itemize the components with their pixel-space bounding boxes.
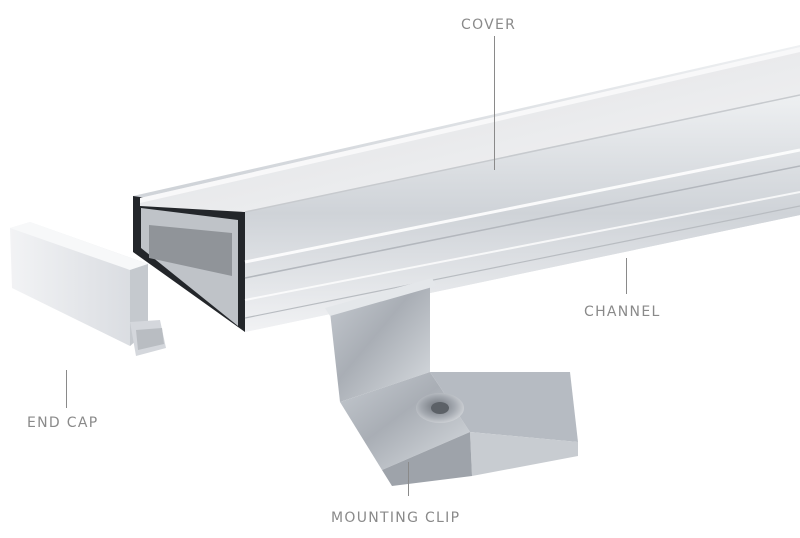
- cover-label: COVER: [461, 17, 517, 33]
- channel-label: CHANNEL: [584, 304, 661, 320]
- cover-leader-line: [494, 36, 495, 170]
- end-cap-label: END CAP: [27, 415, 99, 431]
- cover-body: [140, 47, 800, 213]
- end-cap-leader-line: [66, 370, 67, 408]
- channel-leader-line: [626, 258, 627, 294]
- end-cap: [10, 222, 166, 356]
- mounting-clip-label: MOUNTING CLIP: [331, 510, 461, 526]
- mounting-clip: [325, 278, 578, 486]
- mounting-clip-leader-line: [408, 462, 409, 496]
